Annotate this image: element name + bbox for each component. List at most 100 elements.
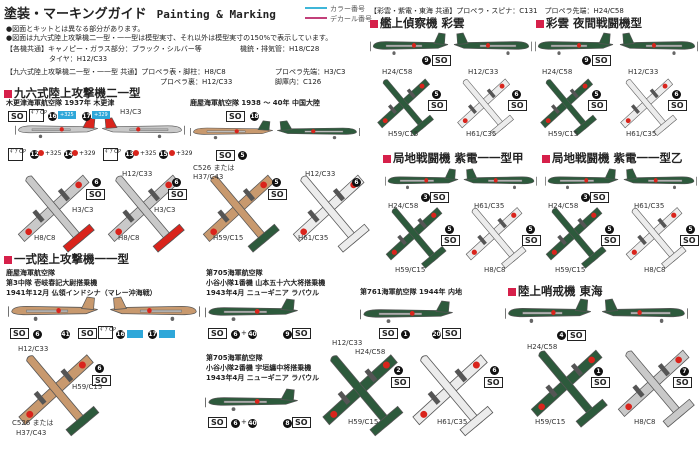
squadron-code-so: SO: [590, 192, 609, 203]
plus-sign: +: [241, 329, 247, 337]
color-code: H61/C35: [626, 130, 657, 138]
squadron-code-so: SO: [208, 328, 227, 339]
decal-number: 1: [401, 330, 410, 339]
color-code: H24/C58: [542, 68, 573, 76]
decal-number: 17: [148, 330, 157, 339]
decal-number: 14: [64, 150, 73, 159]
aircraft-top-view: [625, 206, 687, 269]
legend-decal-label: デカール番号: [330, 15, 372, 23]
squadron-code-so: SO: [8, 111, 27, 122]
aircraft-side-profile: [205, 388, 298, 412]
color-code: H61/C35: [474, 202, 505, 210]
squadron-code-so: SO: [428, 100, 447, 111]
decal-number-dot: +325: [133, 150, 156, 157]
decal-number: 6: [672, 90, 681, 99]
decal-number: 5: [445, 225, 454, 234]
unit-label: 木更津海軍航空隊 1937年 木更津: [6, 99, 115, 107]
decal-number: 13: [125, 150, 134, 159]
color-code: H12/C33: [18, 345, 49, 353]
color-code: H61/C35: [298, 234, 329, 242]
option-gear-icon: ｷﾞｱ OP: [98, 326, 116, 339]
unit-label: 第761海軍航空隊 1944年 内地: [360, 288, 462, 296]
squadron-code-so: SO: [92, 375, 111, 386]
decal-number: 6: [231, 419, 240, 428]
decal-number: 41: [61, 330, 70, 339]
aircraft-side-profile: [619, 32, 698, 56]
aircraft-top-view: [17, 174, 95, 253]
aircraft-side-profile: [277, 120, 360, 140]
squadron-code-so: SO: [484, 377, 503, 388]
option-gear-icon: ｷﾞｱ OP: [103, 148, 121, 161]
squadron-code-so: SO: [567, 330, 586, 341]
decal-number: 40: [248, 330, 257, 339]
common-all-tire: タイヤ：H12/C33: [49, 55, 108, 63]
color-code: H8/C8: [118, 234, 140, 242]
decal-number: 18: [250, 112, 259, 121]
color-code: H8/C8: [644, 266, 666, 274]
color-code: H12/C33: [468, 68, 499, 76]
section-title-g3m2: 九六式陸上攻撃機二一型: [4, 85, 141, 101]
color-code: H61/C35: [437, 418, 468, 426]
decal-number: 5: [432, 90, 441, 99]
squadron-code-so: SO: [86, 189, 105, 200]
color-code: H59/C15: [388, 130, 419, 138]
aircraft-side-profile: [385, 168, 459, 190]
decal-number: 15: [159, 150, 168, 159]
decal-number: 8: [283, 419, 292, 428]
decal-number: 9: [283, 330, 292, 339]
color-code: H12/C33: [305, 170, 336, 178]
decal-number: 5: [526, 225, 535, 234]
decal-number: 6: [92, 178, 101, 187]
decal-number: 3: [421, 193, 430, 202]
squadron-code-so: SO: [379, 328, 398, 339]
aircraft-top-view: [457, 78, 514, 137]
section-title-g4m1: 一式陸上攻撃機一一型: [4, 251, 129, 267]
squadron-code-so: SO: [268, 189, 287, 200]
aircraft-top-view: [412, 354, 494, 437]
color-code: H8/C8: [484, 266, 506, 274]
note: ●図面は九六式陸上攻撃機二一型・一一型は模型実寸、それ以外は模型実寸の150%で…: [6, 34, 333, 42]
color-code: H59/C15: [395, 266, 426, 274]
decal-number: 6: [172, 178, 181, 187]
aircraft-side-profile: [102, 117, 185, 139]
common-right: 【彩雲・紫電・東海 共通】プロペラ・スピナ：C131 プロペラ先端：H24/C5…: [370, 7, 624, 15]
decal-number: 12: [30, 150, 39, 159]
squadron-code-so: SO: [208, 417, 227, 428]
aircraft-side-profile: [463, 168, 537, 190]
aircraft-side-profile: [535, 32, 614, 56]
decal-number: 17: [82, 112, 91, 121]
decal-number: 1: [594, 367, 603, 376]
color-code: H3/C3: [154, 206, 176, 214]
color-code: H8/C8: [634, 418, 656, 426]
aircraft-top-view: [620, 78, 677, 137]
aircraft-top-view: [18, 354, 100, 437]
color-code: C526 または: [193, 164, 235, 172]
color-code: H24/C58: [548, 202, 579, 210]
decal-number: 6: [95, 364, 104, 373]
section-title-tokai: 陸上哨戒機 東海: [508, 283, 603, 299]
squadron-code-so: SO: [508, 100, 527, 111]
title-en: Painting & Marking: [156, 8, 276, 21]
aircraft-side-profile: [110, 296, 200, 321]
option-gear-icon: ｷﾞｱ OP: [29, 109, 47, 122]
squadron-code-so: SO: [168, 189, 187, 200]
common-g3m-tip: プロペラ先端：H3/C3: [275, 68, 346, 76]
aircraft-top-view: [377, 78, 434, 137]
section-title-saiun: 艦上偵察機 彩雲: [370, 15, 465, 31]
squadron-code-so: SO: [430, 192, 449, 203]
decal-number-dot: +325: [38, 150, 61, 157]
color-code: H61/C35: [466, 130, 497, 138]
color-code: H59/C15: [548, 130, 579, 138]
decal-number: 20: [432, 330, 441, 339]
decal-badge: +329: [92, 111, 110, 119]
squadron-code-so: SO: [673, 377, 692, 388]
aircraft-top-view: [202, 174, 280, 253]
squadron-code-so: SO: [592, 55, 611, 66]
squadron-code-so: SO: [522, 235, 541, 246]
aircraft-side-profile: [205, 298, 298, 322]
color-code: H12/C33: [332, 339, 363, 347]
aircraft-top-view: [322, 354, 404, 437]
title-ja: 塗装・マーキングガイド: [4, 7, 147, 22]
